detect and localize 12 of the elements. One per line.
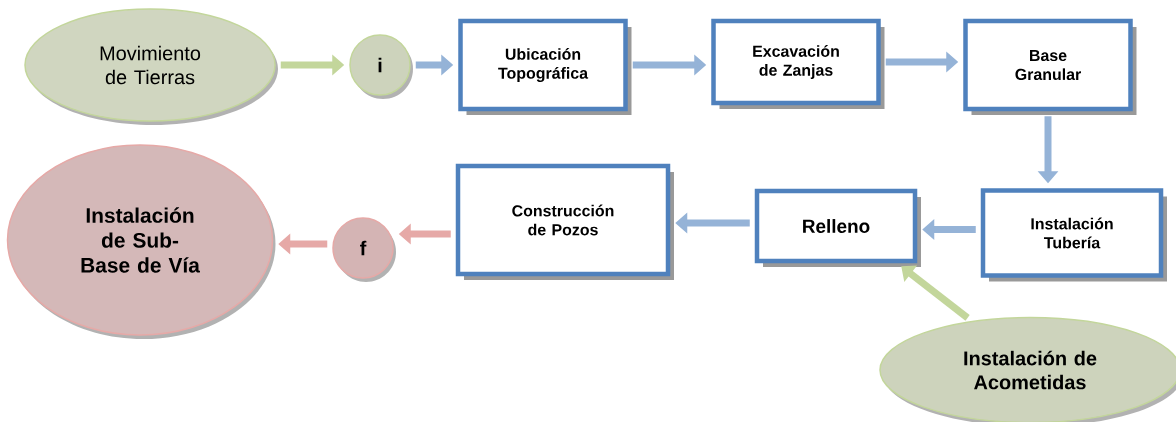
circle-node: f [332, 217, 396, 282]
process-box: Instalación Tubería [980, 188, 1167, 282]
ellipse-node: Instalación de Sub-Base de Vía [6, 144, 276, 339]
process-box: Base Granular [963, 18, 1137, 115]
ellipse-node: Movimiento de Tierras [24, 8, 278, 125]
process-box: Construcción de Pozos [455, 163, 674, 280]
process-box: Relleno [754, 188, 921, 267]
block-arrow [901, 265, 970, 321]
process-box: Ubicación Topográfica [458, 18, 632, 115]
ellipse-node: Instalación de Acometidas [879, 316, 1176, 422]
process-box: Excavación de Zanjas [711, 18, 885, 109]
circle-node: i [349, 34, 413, 99]
